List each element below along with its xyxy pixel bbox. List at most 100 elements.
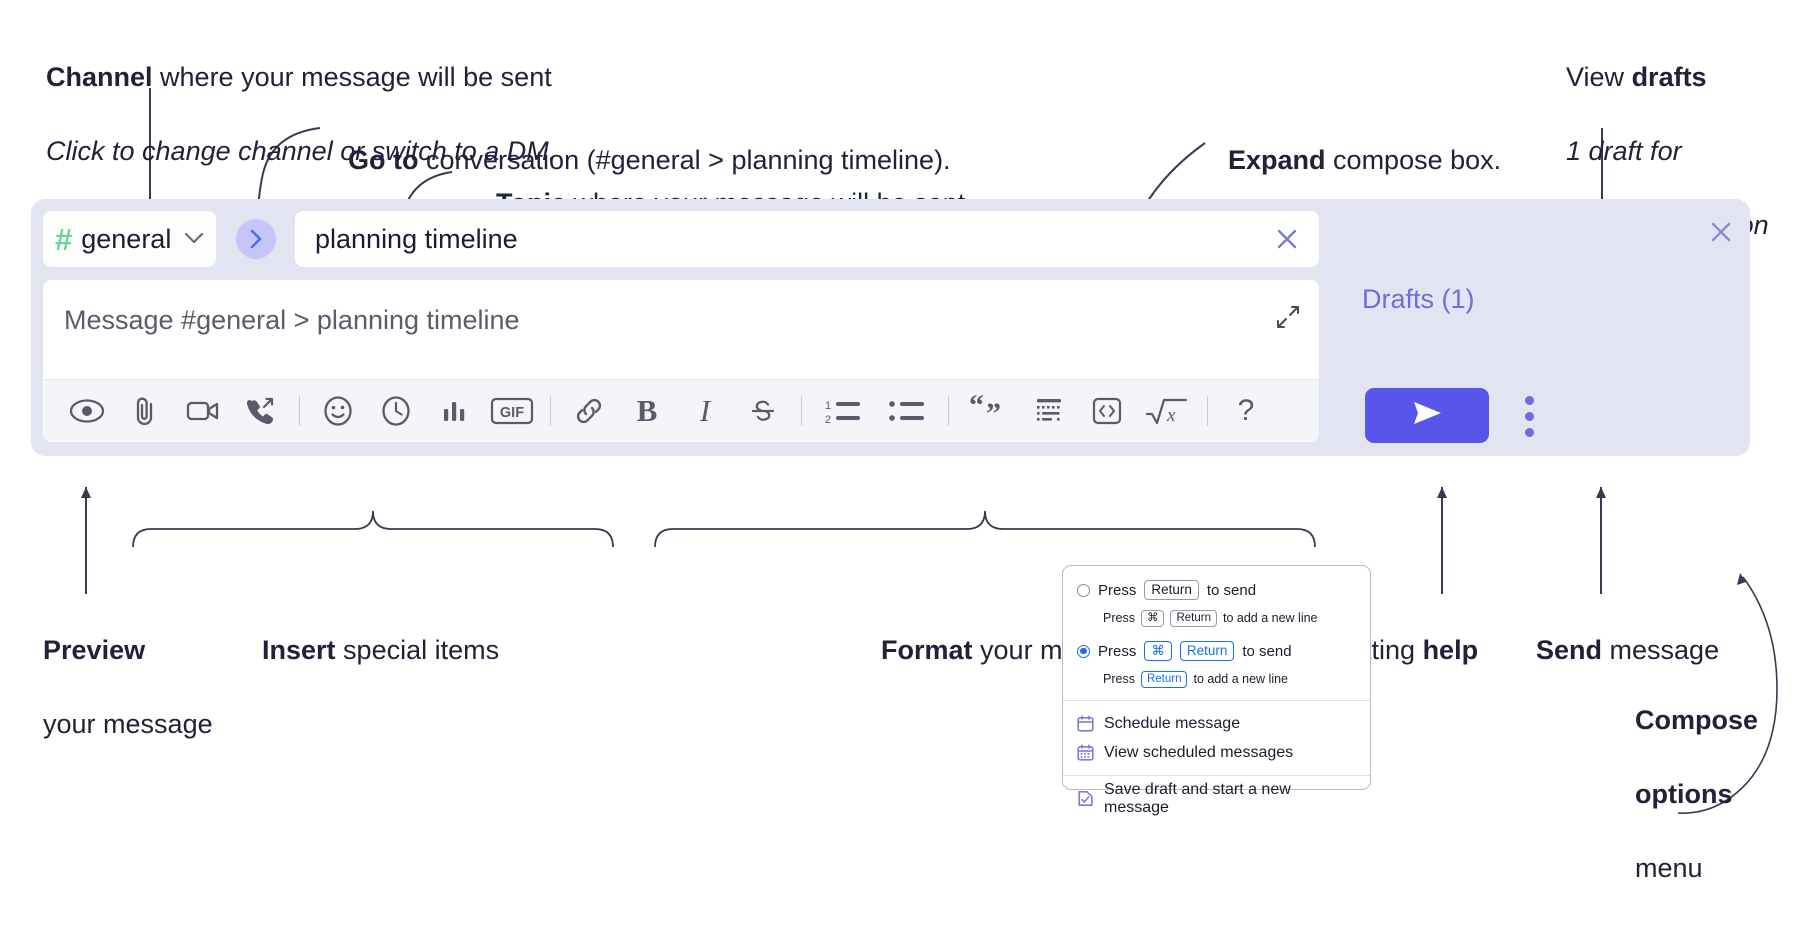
svg-text:“: “ <box>969 395 984 422</box>
channel-selector[interactable]: # general <box>42 210 217 268</box>
inline-code-icon[interactable] <box>1078 380 1136 442</box>
code-block-icon[interactable] <box>1020 380 1078 442</box>
call-icon[interactable] <box>232 380 290 442</box>
blockquote-icon[interactable]: “ ” <box>958 380 1020 442</box>
annotation-help-bold: help <box>1422 635 1479 665</box>
channel-name: general <box>81 223 172 254</box>
annotation-compose-options: Compose options menu <box>1620 665 1758 887</box>
compose-panel: # general planning timeline Message #g <box>31 199 1750 456</box>
option1-sub-press: Press <box>1103 611 1135 625</box>
annotation-channel-bold: Channel <box>46 62 153 92</box>
key-return: Return <box>1140 670 1188 688</box>
annotation-insert-rest: special items <box>335 635 500 665</box>
option2-press: Press <box>1098 642 1137 660</box>
compose-options-menu: Press Return to send Press ⌘ Return to a… <box>1062 565 1371 816</box>
italic-glyph: I <box>699 393 711 428</box>
calendar-grid-icon <box>1077 744 1094 761</box>
annotation-expand-bold: Expand <box>1228 145 1326 175</box>
option-cmd-return-to-send[interactable]: Press ⌘ Return to send <box>1063 636 1370 666</box>
message-input-box[interactable]: Message #general > planning timeline <box>42 279 1320 443</box>
expand-icon[interactable] <box>1271 300 1305 334</box>
annotation-goto-rest: conversation (#general > planning timeli… <box>418 145 951 175</box>
topic-input[interactable]: planning timeline <box>294 210 1320 268</box>
annotation-drafts-bold: drafts <box>1631 62 1707 92</box>
option1-press: Press <box>1098 581 1137 599</box>
radio-unselected[interactable] <box>1077 583 1090 597</box>
drafts-link[interactable]: Drafts (1) <box>1362 284 1475 314</box>
menu-item-view-scheduled-messages[interactable]: View scheduled messages <box>1063 738 1370 767</box>
menu-item-save-draft[interactable]: Save draft and start a new message <box>1063 781 1370 816</box>
link-icon[interactable] <box>560 380 618 442</box>
more-vertical-icon[interactable] <box>1514 394 1544 438</box>
help-glyph: ? <box>1237 393 1255 427</box>
option2-action: to send <box>1242 642 1292 660</box>
hash-icon: # <box>55 221 73 257</box>
bold-icon[interactable]: B <box>618 380 676 442</box>
goto-conversation-button[interactable] <box>236 219 276 259</box>
close-icon[interactable] <box>1269 221 1305 257</box>
annotation-drafts-rest: View <box>1566 62 1632 92</box>
chevron-right-icon <box>247 228 265 250</box>
menu-item-label: Schedule message <box>1104 714 1241 732</box>
menu-item-schedule-message[interactable]: Schedule message <box>1063 709 1370 738</box>
annotation-insert-bold: Insert <box>262 635 336 665</box>
radio-selected[interactable] <box>1077 644 1090 658</box>
option-return-to-send[interactable]: Press Return to send <box>1063 575 1370 605</box>
calendar-icon <box>1077 715 1094 732</box>
annotation-expand-rest: compose box. <box>1325 145 1502 175</box>
annotation-channel-sub: Click to change channel or switch to a D… <box>46 136 557 166</box>
annotation-expand: Expand compose box. <box>1213 105 1501 179</box>
attachment-icon[interactable] <box>116 380 174 442</box>
annotation-compose-options-line3: menu <box>1635 853 1703 883</box>
formatting-toolbar: GIF B I <box>44 379 1319 442</box>
annotation-preview-bold: Preview <box>43 635 146 665</box>
option1-hint: Press ⌘ Return to add a new line <box>1063 605 1370 631</box>
bulleted-list-icon[interactable] <box>875 380 939 442</box>
video-icon[interactable] <box>174 380 232 442</box>
toolbar-separator <box>550 395 551 426</box>
annotation-goto-bold: Go to <box>348 145 419 175</box>
ordered-list-icon[interactable]: 1 2 <box>811 380 875 442</box>
toolbar-separator <box>948 395 949 426</box>
gif-icon[interactable]: GIF <box>483 380 541 442</box>
option2-sub-press: Press <box>1103 672 1135 686</box>
svg-text:2: 2 <box>825 414 831 426</box>
annotation-compose-options-line1: Compose <box>1635 705 1759 735</box>
annotation-goto: Go to conversation (#general > planning … <box>333 105 951 179</box>
chevron-down-icon <box>184 229 204 249</box>
annotation-send-rest: message <box>1602 635 1720 665</box>
message-placeholder: Message #general > planning timeline <box>64 305 520 335</box>
annotation-compose-options-line2: options <box>1635 779 1733 809</box>
bold-glyph: B <box>636 393 658 428</box>
annotation-format-bold: Format <box>881 635 973 665</box>
svg-text:x: x <box>1166 405 1176 426</box>
compose-header-row: # general planning timeline <box>42 210 1320 268</box>
send-button[interactable] <box>1365 388 1489 443</box>
menu-divider <box>1063 775 1370 776</box>
poll-icon[interactable] <box>425 380 483 442</box>
svg-text:1: 1 <box>825 400 831 412</box>
annotation-preview-line2: your message <box>43 709 213 739</box>
toolbar-separator <box>1207 395 1208 426</box>
annotation-drafts-sub1: 1 draft for <box>1566 136 1682 166</box>
topic-value: planning timeline <box>315 223 518 254</box>
clock-icon[interactable] <box>367 380 425 442</box>
annotation-send-bold: Send <box>1536 635 1603 665</box>
math-icon[interactable]: x <box>1136 380 1198 442</box>
annotation-send: Send message <box>1521 595 1719 669</box>
close-icon[interactable] <box>1703 214 1739 250</box>
toolbar-separator <box>801 395 802 426</box>
annotation-insert: Insert special items <box>247 595 499 669</box>
help-icon[interactable]: ? <box>1217 380 1275 442</box>
option2-sub-action: to add a new line <box>1193 672 1288 686</box>
menu-item-label: View scheduled messages <box>1104 743 1294 761</box>
save-draft-icon <box>1077 790 1094 807</box>
preview-icon[interactable] <box>58 380 116 442</box>
annotation-channel: Channel where your message will be sent … <box>31 22 556 170</box>
key-return: Return <box>1170 609 1217 627</box>
option1-action: to send <box>1206 581 1257 599</box>
menu-divider <box>1063 700 1370 701</box>
strikethrough-icon[interactable] <box>734 380 792 442</box>
italic-icon[interactable]: I <box>676 380 734 442</box>
emoji-icon[interactable] <box>309 380 367 442</box>
